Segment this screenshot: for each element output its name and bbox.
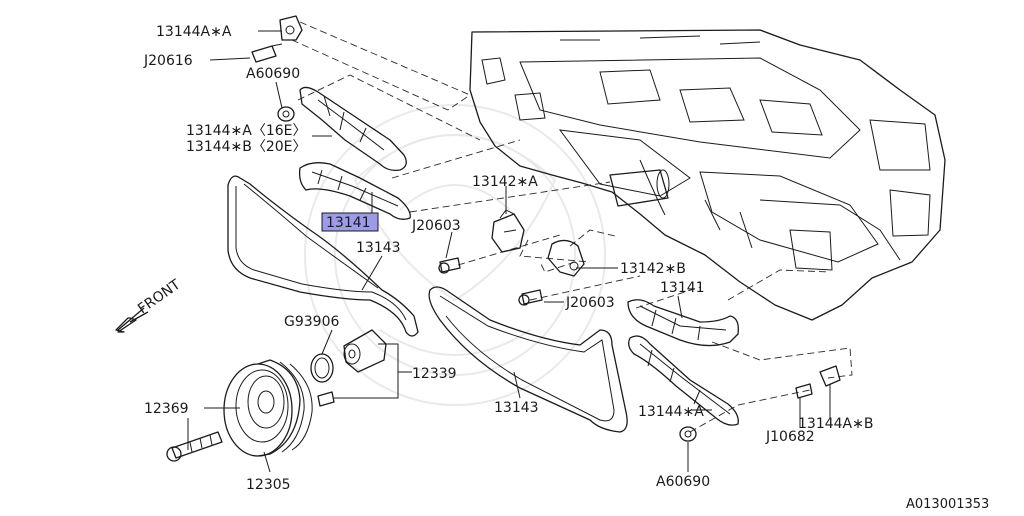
figure-id: A013001353 xyxy=(906,497,989,512)
tensioner-13142b xyxy=(547,239,585,277)
label-13144-b-20e[interactable]: 13144∗B〈20E〉 xyxy=(186,139,307,155)
tensioner-lever-right xyxy=(627,299,739,347)
small-parts xyxy=(251,15,841,442)
label-j10682[interactable]: J10682 xyxy=(765,429,815,445)
cylinder-head-illustration xyxy=(469,29,946,321)
reference-dashed-lines xyxy=(291,21,853,433)
label-12369[interactable]: 12369 xyxy=(144,401,189,417)
label-13141-highlight[interactable]: 13141 xyxy=(326,215,371,231)
crank-pulley-12305 xyxy=(223,359,313,457)
label-13142-b[interactable]: 13142∗B xyxy=(620,261,686,277)
label-13141-right[interactable]: 13141 xyxy=(660,280,705,296)
tensioner-13142a xyxy=(491,209,525,253)
chain-guide-right xyxy=(628,335,739,426)
chain-guide-left-top xyxy=(299,86,407,172)
label-13144-a-right[interactable]: 13144∗A xyxy=(638,404,704,420)
leader-lines xyxy=(187,30,831,473)
label-13144a-b[interactable]: 13144A∗B xyxy=(798,416,873,432)
timing-chain-left xyxy=(227,175,419,337)
front-arrow-icon xyxy=(115,307,149,333)
label-j20603-right[interactable]: J20603 xyxy=(565,295,615,311)
label-a60690-bottom[interactable]: A60690 xyxy=(656,474,710,490)
tensioner-lever-left xyxy=(298,162,411,220)
timing-chain-right xyxy=(428,286,628,433)
label-front: FRONT xyxy=(135,276,184,317)
label-13144a-a[interactable]: 13144A∗A xyxy=(156,24,232,40)
label-12305[interactable]: 12305 xyxy=(246,477,291,493)
label-j20616[interactable]: J20616 xyxy=(143,53,193,69)
crank-bolt-12369 xyxy=(166,431,223,462)
label-13144-a-16e[interactable]: 13144∗A〈16E〉 xyxy=(186,123,307,139)
label-13142-a[interactable]: 13142∗A xyxy=(472,174,538,190)
label-13143-left[interactable]: 13143 xyxy=(356,240,401,256)
label-12339[interactable]: 12339 xyxy=(412,366,457,382)
label-a60690-top[interactable]: A60690 xyxy=(246,66,300,82)
highlight-box xyxy=(321,212,379,232)
watermark-emblem xyxy=(304,104,606,406)
label-13143-bottom[interactable]: 13143 xyxy=(494,400,539,416)
label-j20603-left[interactable]: J20603 xyxy=(411,218,461,234)
label-g93906[interactable]: G93906 xyxy=(284,314,339,330)
